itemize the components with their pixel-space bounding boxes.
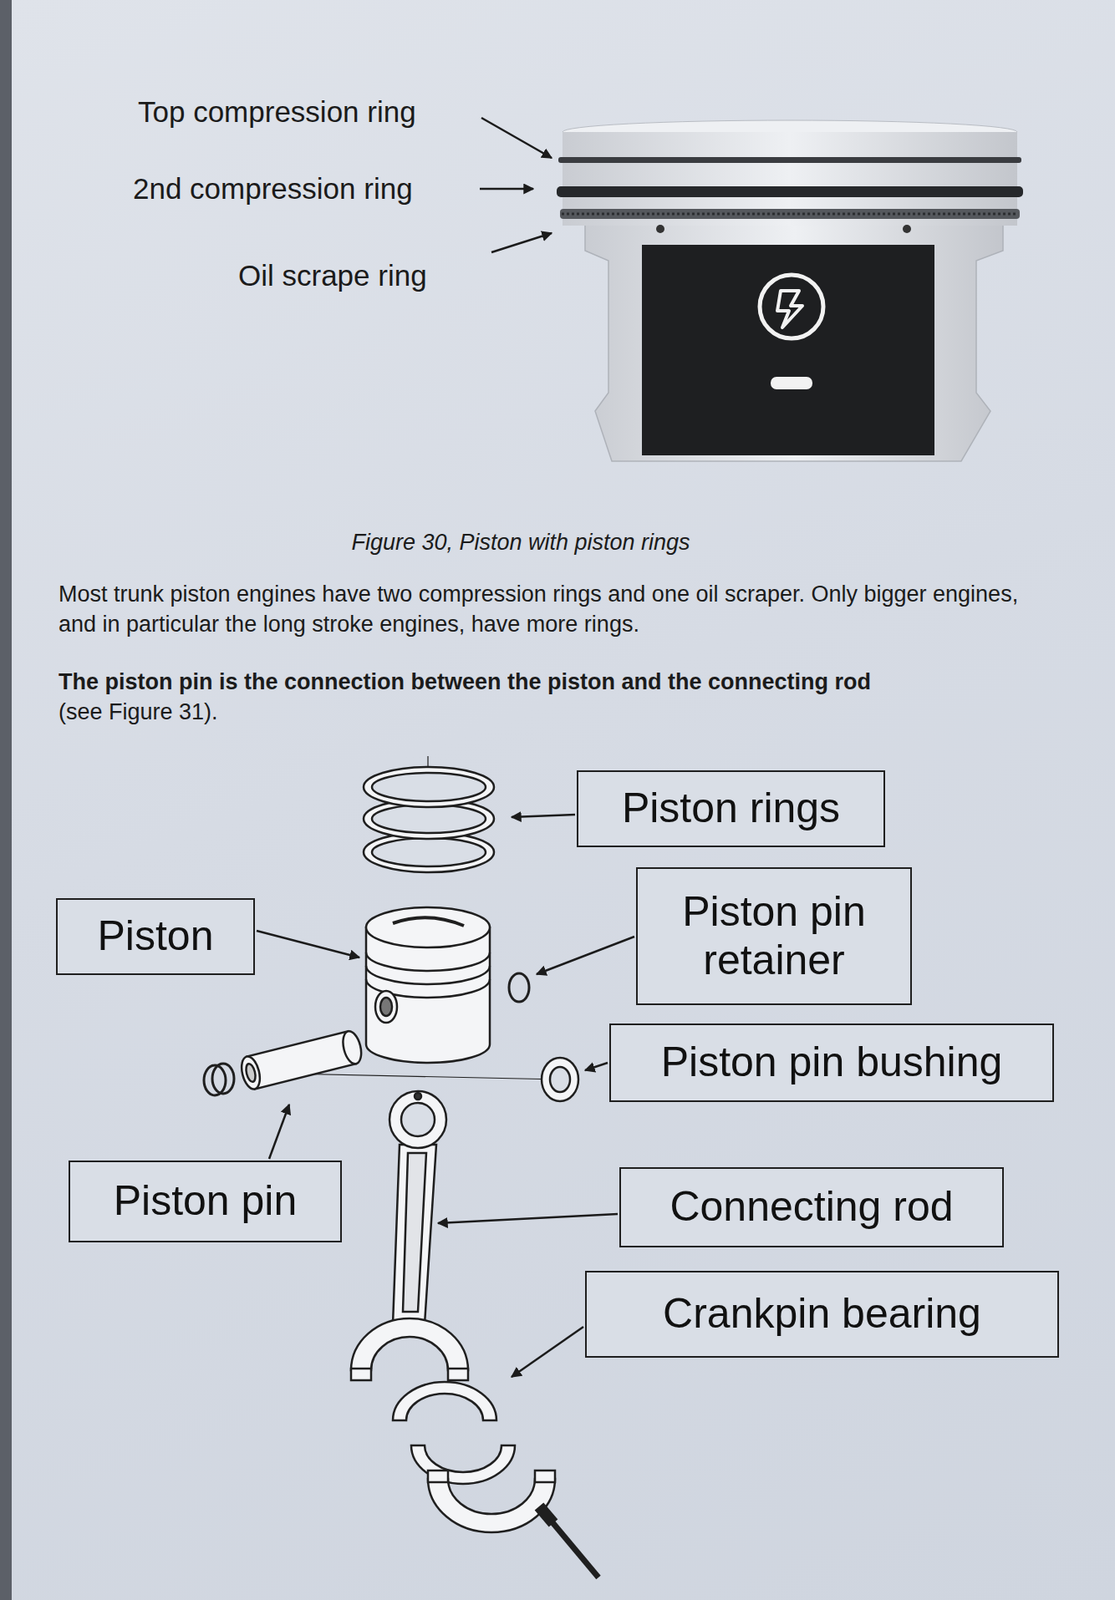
part-label: 2nd compression ring	[132, 171, 413, 207]
part-name: Piston pin	[113, 1177, 298, 1227]
part-name: Crankpin bearing	[662, 1290, 982, 1340]
part-name: Piston pin retainer	[652, 888, 896, 985]
leader-lines	[479, 117, 552, 253]
body-text: Most trunk piston engines have two compr…	[58, 580, 1020, 640]
part-name: Piston	[97, 912, 214, 962]
part-label-box: Piston pin	[68, 1160, 342, 1243]
part-label-box: Connecting rod	[619, 1167, 1004, 1248]
page-edge	[0, 0, 12, 1600]
part-label-box: Crankpin bearing	[585, 1271, 1059, 1359]
body-text: (see Figure 31).	[58, 698, 219, 726]
piston-figure	[556, 120, 1024, 462]
part-name: Connecting rod	[669, 1183, 953, 1233]
part-label-box: Piston pin bushing	[609, 1023, 1054, 1103]
figure-caption: Figure 30, Piston with piston rings	[228, 529, 814, 556]
part-name: Piston pin bushing	[661, 1038, 1003, 1088]
part-label: Oil scrape ring	[238, 258, 428, 294]
part-label-box: Piston rings	[576, 770, 886, 848]
part-label-box: Piston pin retainer	[636, 867, 912, 1006]
part-label-box: Piston	[56, 898, 255, 976]
body-text: The piston pin is the connection between…	[58, 668, 1095, 696]
leader-lines	[256, 814, 635, 1378]
part-name: Piston rings	[621, 784, 841, 834]
part-label: Top compression ring	[137, 94, 417, 130]
